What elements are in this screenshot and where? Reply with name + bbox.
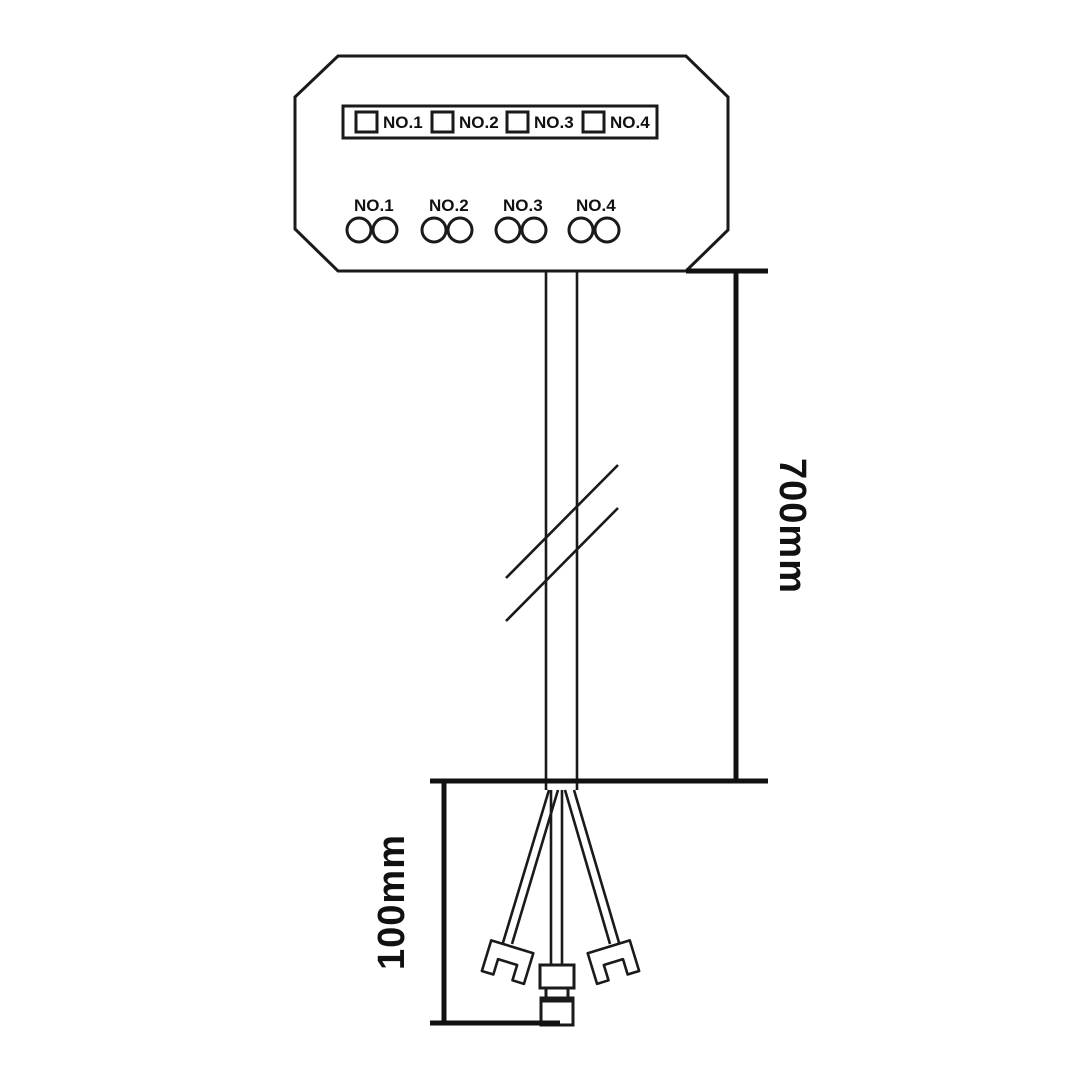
- terminal-hole-4b[interactable]: [593, 216, 621, 244]
- dim-700-label: 700mm: [771, 458, 813, 594]
- branch-left-wire: [500, 789, 560, 947]
- terminal-hole-4a[interactable]: [567, 216, 595, 244]
- branch-right-wire: [563, 789, 622, 947]
- dimension-100mm: 100mm: [371, 778, 560, 1026]
- branch-right-edge-b: [572, 789, 622, 947]
- terminal-group-label-3: NO.3: [503, 196, 543, 215]
- terminal-hole-2a[interactable]: [420, 216, 448, 244]
- channel-selector-bar[interactable]: NO.1 NO.2 NO.3 NO.4: [341, 104, 659, 140]
- channel-checkbox-1[interactable]: [354, 110, 379, 134]
- main-cable: [544, 271, 579, 790]
- terminal-group-label-4: NO.4: [576, 196, 616, 215]
- fork-terminal-right-icon: [586, 939, 641, 986]
- channel-item-2[interactable]: NO.2: [430, 110, 499, 134]
- channel-item-3[interactable]: NO.3: [505, 110, 574, 134]
- terminal-group-3[interactable]: NO.3: [494, 196, 548, 244]
- channel-checkbox-3[interactable]: [505, 110, 530, 134]
- cable-branches: [500, 789, 622, 966]
- channel-item-4[interactable]: NO.4: [581, 110, 650, 134]
- terminal-group-4[interactable]: NO.4: [567, 196, 621, 244]
- channel-checkbox-4[interactable]: [581, 110, 606, 134]
- channel-item-1[interactable]: NO.1: [354, 110, 423, 134]
- terminal-group-2[interactable]: NO.2: [420, 196, 474, 244]
- channel-label-4: NO.4: [610, 113, 650, 132]
- dim-100-label: 100mm: [371, 834, 413, 970]
- branch-center-wire: [549, 790, 564, 966]
- channel-label-1: NO.1: [383, 113, 423, 132]
- dimension-700mm: 700mm: [430, 268, 813, 784]
- terminal-group-label-1: NO.1: [354, 196, 394, 215]
- branch-left-edge-a: [500, 789, 551, 947]
- terminal-hole-1a[interactable]: [345, 216, 373, 244]
- branch-right-edge-a: [563, 789, 612, 945]
- terminal-groups: NO.1 NO.2 NO.3 NO.4: [345, 196, 621, 244]
- fork-terminal-left-icon: [480, 939, 535, 986]
- channel-label-2: NO.2: [459, 113, 499, 132]
- terminal-hole-2b[interactable]: [446, 216, 474, 244]
- terminal-group-label-2: NO.2: [429, 196, 469, 215]
- cable-break-symbol-icon: [505, 464, 619, 622]
- terminal-hole-3b[interactable]: [520, 216, 548, 244]
- channel-checkbox-2[interactable]: [430, 110, 455, 134]
- channel-label-3: NO.3: [534, 113, 574, 132]
- break-slash-lower: [505, 507, 619, 622]
- terminal-group-1[interactable]: NO.1: [345, 196, 399, 244]
- barrel-collar: [538, 963, 576, 990]
- barrel-connector-icon: [538, 963, 576, 1027]
- break-slash-upper: [505, 464, 619, 579]
- terminal-hole-1b[interactable]: [371, 216, 399, 244]
- terminal-hole-3a[interactable]: [494, 216, 522, 244]
